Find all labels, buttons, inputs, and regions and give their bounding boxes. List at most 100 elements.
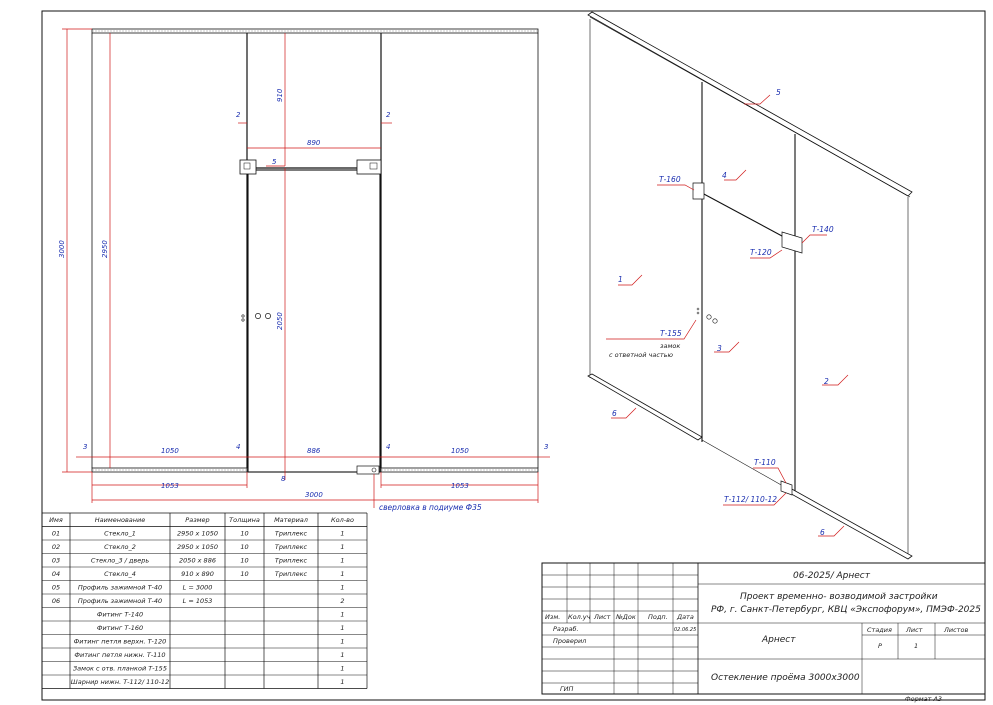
tb-col-podp: Подп. <box>648 613 668 621</box>
spec-cell: 05 <box>52 584 60 592</box>
spec-cell: 1 <box>340 638 344 646</box>
iso-label-t140: Т-140 <box>812 225 834 234</box>
spec-cell: 910 х 890 <box>181 570 214 578</box>
tb-gip: ГИП <box>560 685 573 693</box>
tb-company: Арнест <box>761 635 796 645</box>
spec-cell: Стекло_3 / дверь <box>91 557 150 565</box>
front-elevation: 2 2 910 890 5 3000 2950 2050 3 3 1050 4 … <box>58 28 550 512</box>
spec-cell: 10 <box>240 557 248 565</box>
dim-2-left: 2 <box>236 111 241 119</box>
spec-cell: 1 <box>340 651 344 659</box>
bottom-pivot <box>356 465 380 475</box>
spec-cell: 10 <box>240 570 248 578</box>
spec-cell: Стекло_2 <box>104 543 136 551</box>
fitting-t140 <box>356 159 382 175</box>
dim-890: 890 <box>307 139 321 147</box>
iso-label-t120: Т-120 <box>750 248 772 257</box>
iso-label-3: 3 <box>717 344 722 353</box>
spec-cell: Триплекс <box>275 530 308 538</box>
spec-cell: L = 3000 <box>183 584 213 592</box>
spec-cell: Фитинг Т-140 <box>97 611 143 619</box>
lock-circle-1 <box>255 313 261 319</box>
spec-header-cell: Размер <box>185 516 209 524</box>
iso-label-lock: замок <box>660 342 680 350</box>
iso-label-t110: Т-110 <box>754 458 776 467</box>
spec-header-cell: Наименование <box>95 516 146 524</box>
tb-col-list: Лист <box>593 613 611 621</box>
spec-cell: 06 <box>52 597 60 605</box>
bottom-profile-left <box>91 467 248 473</box>
lock-circle-2 <box>265 313 271 319</box>
spec-cell: Профиль зажимной Т-40 <box>78 584 162 592</box>
spec-cell: 1 <box>340 611 344 619</box>
tb-col-data: Дата <box>676 613 694 621</box>
tb-stadia: Р <box>878 642 882 650</box>
dim-2950: 2950 <box>101 240 109 258</box>
dim-3-right: 3 <box>544 443 548 451</box>
spec-cell: 10 <box>240 530 248 538</box>
dim-3000-vertical: 3000 <box>58 240 66 258</box>
spec-cell: 2 <box>340 597 344 605</box>
spec-cell: 2950 х 1050 <box>177 543 218 551</box>
dim-4-right: 4 <box>386 443 390 451</box>
iso-label-t112: Т-112/ 110-12 <box>724 495 777 504</box>
spec-cell: Стекло_4 <box>104 570 136 578</box>
door-glass-3 <box>247 169 381 473</box>
dim-3-left: 3 <box>83 443 87 451</box>
spec-cell: Профиль зажимной Т-40 <box>78 597 162 605</box>
isometric-view: 5 4 1 3 2 6 6 Т-160 Т-140 Т-120 Т-155 за… <box>587 11 913 560</box>
sheet-frame <box>41 10 986 701</box>
spec-header-cell: Толщина <box>229 516 260 524</box>
spec-cell: Фитинг Т-160 <box>97 624 143 632</box>
iso-label-t160: Т-160 <box>659 175 681 184</box>
spec-cell: Фитинг петля верхн. Т-120 <box>74 638 167 646</box>
spec-cell: 1 <box>340 570 344 578</box>
spec-cell: L = 1053 <box>183 597 213 605</box>
spec-cell: Триплекс <box>275 543 308 551</box>
spec-cell: 10 <box>240 543 248 551</box>
drill-note: сверловка в подиуме Ф35 <box>379 503 482 512</box>
dim-8: 8 <box>281 475 286 483</box>
spec-cell: 1 <box>340 584 344 592</box>
dim-1053-right: 1053 <box>451 482 469 490</box>
iso-label-4: 4 <box>722 171 727 180</box>
spec-cell: 1 <box>340 678 344 686</box>
tb-project-line2: РФ, г. Санкт-Петербург, КВЦ «Экспофорум»… <box>711 605 981 615</box>
spec-cell: 02 <box>52 543 60 551</box>
tb-razrab: Разраб. <box>553 625 579 633</box>
iso-label-6a: 6 <box>612 409 617 418</box>
tb-list: 1 <box>914 642 918 650</box>
tb-drawing-name: Остекление проёма 3000х3000 <box>711 673 860 683</box>
iso-bottom-rail-right <box>785 487 913 560</box>
dim-886: 886 <box>307 447 321 455</box>
spec-cell: 2050 х 886 <box>179 557 216 565</box>
tb-list-label: Лист <box>905 626 923 634</box>
spec-cell: Фитинг петля нижн. Т-110 <box>74 651 165 659</box>
spec-cell: Замок с отв. планкой Т-155 <box>73 665 167 673</box>
iso-bottom-rail-left <box>587 373 703 441</box>
spec-cell: 1 <box>340 624 344 632</box>
tb-date: 02.06.25 <box>674 627 696 633</box>
tb-col-kol: Кол.уч <box>568 613 591 621</box>
dim-2050: 2050 <box>276 312 284 330</box>
iso-label-2: 2 <box>824 377 829 386</box>
spec-cell: 03 <box>52 557 60 565</box>
tb-listov-label: Листов <box>943 626 968 634</box>
spec-cell: 04 <box>52 570 60 578</box>
iso-label-lock-part: с ответной частью <box>609 351 674 359</box>
dim-1053-left: 1053 <box>161 482 179 490</box>
iso-label-t155: Т-155 <box>660 329 682 338</box>
spec-cell: 1 <box>340 530 344 538</box>
tb-stadia-label: Стадия <box>867 626 892 634</box>
spec-cell: 01 <box>52 530 60 538</box>
spec-cell: Триплекс <box>275 557 308 565</box>
spec-cell: 1 <box>340 665 344 673</box>
iso-label-6b: 6 <box>820 528 825 537</box>
spec-cell: 2950 х 1050 <box>177 530 218 538</box>
dim-4-left: 4 <box>236 443 240 451</box>
spec-header-cell: Кол-во <box>331 516 354 524</box>
dim-5: 5 <box>272 158 277 166</box>
iso-label-5: 5 <box>776 88 781 97</box>
